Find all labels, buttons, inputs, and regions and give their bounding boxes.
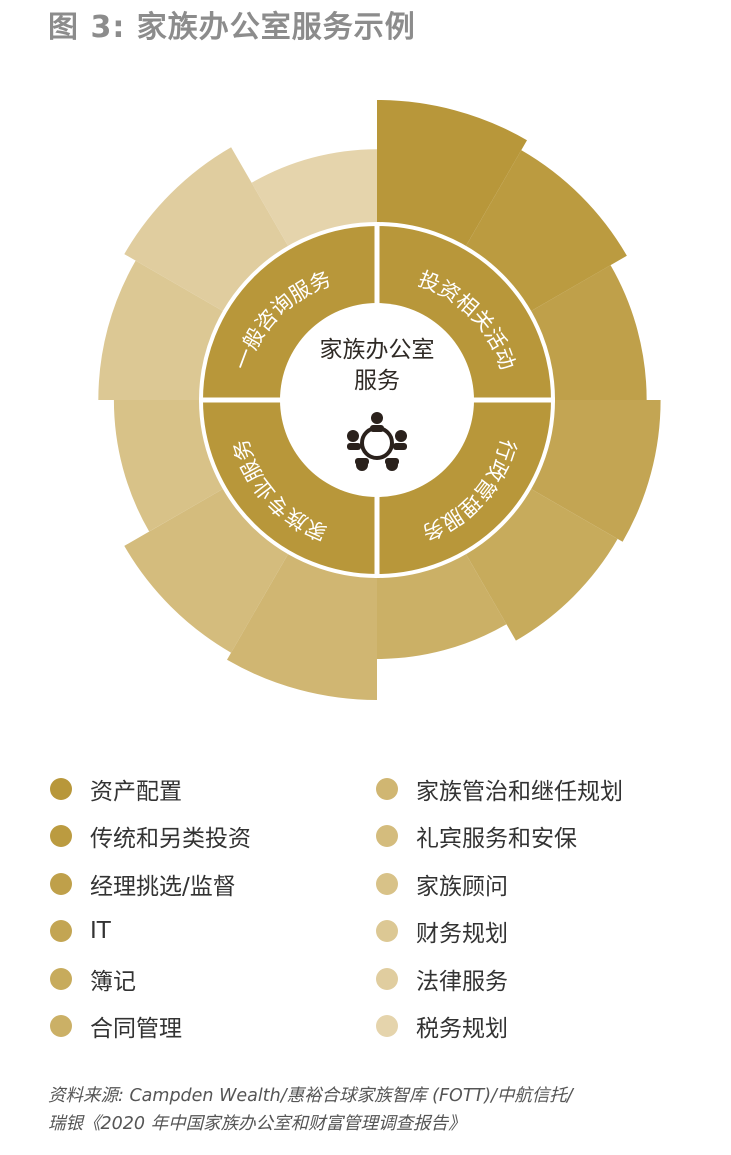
legend-item: IT	[50, 908, 251, 956]
legend-dot	[376, 872, 398, 895]
service-sector	[527, 400, 661, 542]
service-sector	[124, 147, 290, 313]
legend-dot	[376, 920, 398, 943]
source-line-2: 瑞银《2020 年中国家族办公室和财富管理调查报告》	[48, 1114, 466, 1134]
legend-dot	[50, 777, 72, 800]
legend-label: 传统和另类投资	[90, 826, 251, 853]
legend-label: 法律服务	[416, 968, 508, 995]
legend-item: 家族管治和继任规划	[376, 765, 623, 813]
legend-dot	[50, 872, 72, 895]
legend-item: 资产配置	[50, 765, 251, 813]
service-sector	[113, 400, 227, 532]
legend-label: 资产配置	[90, 778, 182, 805]
center-title-line1: 家族办公室	[320, 337, 435, 363]
legend-label: 礼宾服务和安保	[416, 826, 577, 853]
source-note: 资料来源: Campden Wealth/惠裕合球家族智库 (FOTT)/中航信…	[48, 1082, 708, 1138]
center-disc	[280, 303, 474, 497]
service-sector	[124, 487, 290, 653]
people-circle-icon	[347, 412, 407, 471]
figure-title: 图 3: 家族办公室服务示例	[48, 10, 416, 45]
legend-label: 财务规划	[416, 921, 508, 948]
legend-dot	[376, 967, 398, 990]
legend-item: 礼宾服务和安保	[376, 813, 623, 861]
service-sector	[227, 550, 377, 700]
legend-label: 簿记	[90, 968, 136, 995]
legend-dot	[50, 1015, 72, 1038]
legend-item: 簿记	[50, 955, 251, 1003]
legend-dot	[376, 777, 398, 800]
legend-label: 经理挑选/监督	[90, 873, 236, 900]
legend-label: 家族管治和继任规划	[416, 778, 623, 805]
legend-left-column: 资产配置传统和另类投资经理挑选/监督 IT 簿记合同管理	[50, 765, 251, 1050]
legend-item: 合同管理	[50, 1003, 251, 1051]
legend-label: 合同管理	[90, 1016, 182, 1043]
service-sector	[98, 260, 227, 400]
legend-item: 税务规划	[376, 1003, 623, 1051]
legend-item: 财务规划	[376, 908, 623, 956]
legend-item: 法律服务	[376, 955, 623, 1003]
legend-item: 传统和另类投资	[50, 813, 251, 861]
center-title-line2: 服务	[354, 368, 400, 394]
family-office-services-diagram: 投资相关活动 行政管理服务 家族专业服务 一般咨询服务 家族办公室 服务	[98, 99, 661, 700]
service-sectors	[98, 99, 661, 700]
legend-label: IT	[90, 918, 111, 945]
service-sector	[464, 150, 627, 313]
legend-dot	[50, 825, 72, 848]
legend-dot	[50, 920, 72, 943]
service-sector	[377, 99, 527, 250]
legend-label: 家族顾问	[416, 873, 508, 900]
service-sector	[377, 550, 507, 659]
legend-item: 经理挑选/监督	[50, 860, 251, 908]
legend-dot	[376, 1015, 398, 1038]
source-line-1: 资料来源: Campden Wealth/惠裕合球家族智库 (FOTT)/中航信…	[48, 1086, 573, 1106]
service-sector	[527, 265, 647, 400]
legend-label: 税务规划	[416, 1016, 508, 1043]
legend-dot	[50, 967, 72, 990]
service-sector	[251, 149, 377, 250]
legend-item: 家族顾问	[376, 860, 623, 908]
legend-dot	[376, 825, 398, 848]
legend-right-column: 家族管治和继任规划礼宾服务和安保家族顾问财务规划法律服务税务规划	[376, 765, 623, 1050]
